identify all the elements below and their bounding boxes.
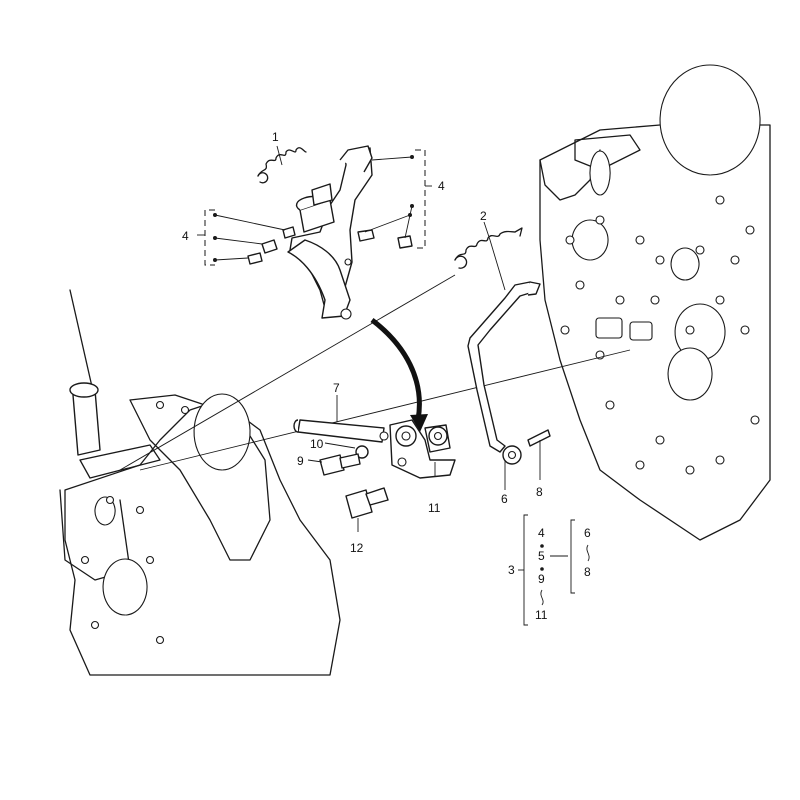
callout-8: 8 xyxy=(536,485,543,499)
legend-sub-from: 6 xyxy=(584,526,591,540)
shaft-part-7 xyxy=(293,419,389,443)
legend-item-3: 9 xyxy=(538,572,545,586)
fork-lever-assembly xyxy=(287,145,373,320)
pin-part-8 xyxy=(527,429,551,447)
callout-7: 7 xyxy=(333,381,340,395)
bolt-part-12 xyxy=(345,487,389,519)
spring-part-2 xyxy=(454,227,523,269)
callout-4-left: 4 xyxy=(182,229,189,243)
callout-6: 6 xyxy=(501,492,508,506)
legend-item-4: 11 xyxy=(535,608,548,622)
spring-part-1 xyxy=(257,147,307,184)
callout-leaders xyxy=(197,145,541,532)
bracket-4-right xyxy=(364,149,426,249)
legend-item-1: 4 xyxy=(538,526,545,540)
callout-1: 1 xyxy=(272,130,279,144)
front-housing xyxy=(59,289,341,676)
bolt-part-9 xyxy=(319,453,361,476)
callout-12: 12 xyxy=(350,541,364,555)
bracket-part-11 xyxy=(389,419,456,479)
assembly-axis-line-lower xyxy=(139,349,631,471)
shift-lever-part-6 xyxy=(467,281,541,465)
legend-sub-to: 8 xyxy=(584,565,591,579)
assembly-axis-line xyxy=(119,274,456,471)
legend-item-2: 5 xyxy=(538,549,545,563)
housing-bolt-holes xyxy=(80,400,190,645)
callout-11: 11 xyxy=(428,501,441,515)
callout-10: 10 xyxy=(310,437,324,451)
bracket-4-left xyxy=(204,209,286,266)
block-bolt-holes xyxy=(560,195,760,475)
callout-4-right: 4 xyxy=(438,179,445,193)
washer-part-10 xyxy=(355,445,369,459)
lever-small-parts xyxy=(247,226,413,265)
group-legend: 3 4 5 9 11 6 8 xyxy=(508,514,591,626)
engine-block-housing xyxy=(539,64,771,541)
callout-2: 2 xyxy=(480,209,487,223)
callout-9: 9 xyxy=(297,454,304,468)
legend-group-number: 3 xyxy=(508,563,515,577)
assembly-arrow xyxy=(370,318,428,432)
